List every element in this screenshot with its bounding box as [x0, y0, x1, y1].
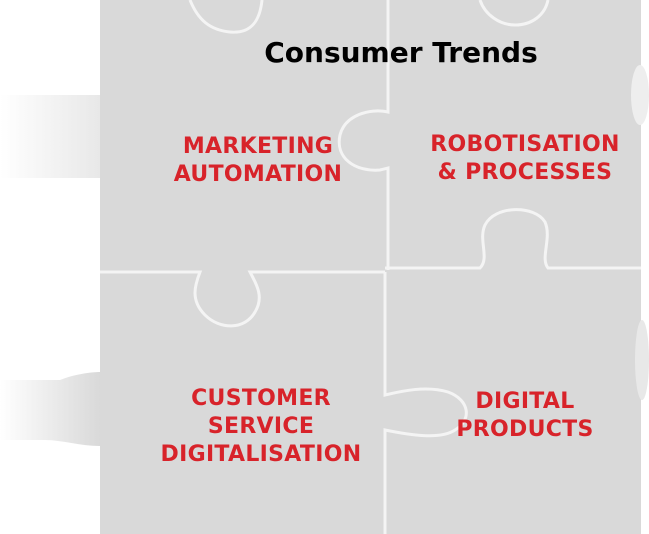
piece-label-line: ROBOTISATION: [430, 132, 620, 157]
piece-label-line: AUTOMATION: [173, 162, 343, 187]
seam-vertical-top: [337, 0, 390, 270]
piece-label-customer-service-digitalisation: CUSTOMER SERVICE DIGITALISATION: [126, 385, 396, 469]
piece-label-line: MARKETING: [182, 134, 334, 159]
top-notch-right: [478, 0, 550, 27]
piece-seams: [100, 0, 641, 534]
piece-label-marketing-automation: MARKETING AUTOMATION: [150, 133, 366, 189]
seam-horizontal-right: [385, 208, 641, 270]
piece-label-line: CUSTOMER: [191, 386, 331, 411]
piece-label-line: & PROCESSES: [437, 160, 613, 185]
piece-label-line: DIGITALISATION: [160, 442, 362, 467]
left-tab-bottom: [0, 372, 100, 446]
seam-vertical-bottom: [383, 272, 468, 534]
piece-label-line: SERVICE: [207, 414, 315, 439]
diagram-title: Consumer Trends: [264, 36, 538, 69]
piece-label-line: DIGITAL: [475, 389, 575, 414]
top-notch-left: [188, 0, 264, 34]
seam-horizontal-left: [100, 270, 385, 328]
left-tab-top: [0, 95, 166, 182]
highlight-right-top: [631, 65, 649, 125]
highlight-right-mid: [635, 320, 649, 400]
piece-label-robotisation-processes: ROBOTISATION & PROCESSES: [400, 131, 649, 187]
piece-label-digital-products: DIGITAL PRODUCTS: [430, 388, 620, 444]
piece-label-line: PRODUCTS: [456, 417, 594, 442]
